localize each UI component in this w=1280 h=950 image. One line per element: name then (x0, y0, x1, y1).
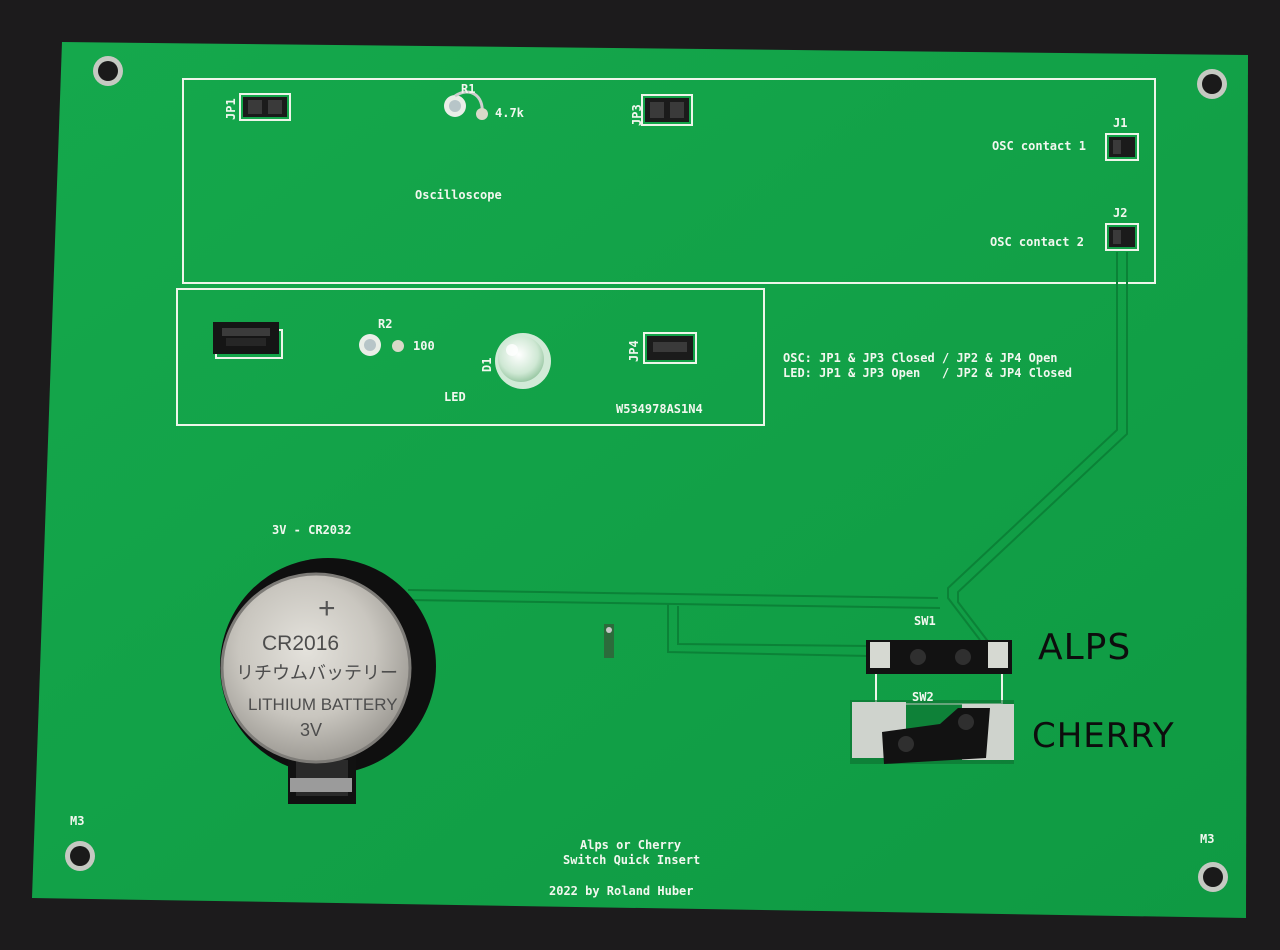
board-title-line-2: Switch Quick Insert (563, 853, 701, 867)
jp4-jumper (643, 332, 697, 364)
r2-value: 100 (413, 339, 435, 353)
battery-holder (220, 558, 436, 804)
osc-contact-1: OSC contact 1 (992, 139, 1086, 153)
sw2-label: SW2 (912, 690, 934, 704)
battery-voltage: 3V (300, 720, 323, 740)
r2-resistor (359, 334, 404, 356)
sw1-label: SW1 (914, 614, 936, 628)
led-label: LED (444, 390, 466, 404)
mounting-holes (65, 56, 1228, 892)
jp3-label: JP3 (630, 104, 644, 126)
instructions-line-2: LED: JP1 & JP3 Open / JP2 & JP4 Closed (783, 366, 1072, 380)
j1-label: J1 (1113, 116, 1128, 130)
battery-type: LITHIUM BATTERY (248, 695, 398, 714)
cherry-handwritten: CHERRY (1032, 716, 1175, 756)
oscilloscope-label: Oscilloscope (415, 188, 502, 202)
jp4-label: JP4 (627, 340, 641, 362)
d1-led (495, 333, 551, 389)
d1-label: D1 (480, 357, 494, 372)
small-component (604, 624, 614, 658)
battery-label: 3V - CR2032 (272, 523, 352, 537)
jp2-jumper (213, 322, 283, 359)
r1-resistor (444, 90, 488, 120)
battery-plus: + (318, 592, 336, 625)
traces (407, 252, 1128, 657)
mount-label-left: M3 (70, 814, 85, 828)
r1-label: R1 (461, 82, 476, 96)
j2-connector (1105, 223, 1139, 251)
board-credit: 2022 by Roland Huber (549, 884, 694, 898)
serial-number: W534978AS1N4 (616, 402, 703, 416)
j1-connector (1105, 133, 1139, 161)
osc-contact-2: OSC contact 2 (990, 235, 1084, 249)
pcb-board (32, 42, 1248, 918)
jp3-jumper (641, 94, 693, 126)
r2-label: R2 (378, 317, 393, 331)
mount-label-right: M3 (1200, 832, 1215, 846)
led-frame (176, 288, 765, 426)
battery-japanese: リチウムバッテリー (236, 663, 398, 684)
j2-label: J2 (1113, 206, 1128, 220)
r1-value: 4.7k (495, 106, 524, 120)
alps-handwritten: ALPS (1038, 627, 1132, 668)
switch-area (850, 640, 1014, 764)
board-title-line-1: Alps or Cherry (580, 838, 682, 852)
jp1-label: JP1 (224, 98, 238, 120)
oscilloscope-frame (182, 78, 1156, 284)
instructions-line-1: OSC: JP1 & JP3 Closed / JP2 & JP4 Open (783, 351, 1058, 365)
battery-model: CR2016 (262, 632, 340, 655)
jp1-jumper (239, 93, 291, 121)
